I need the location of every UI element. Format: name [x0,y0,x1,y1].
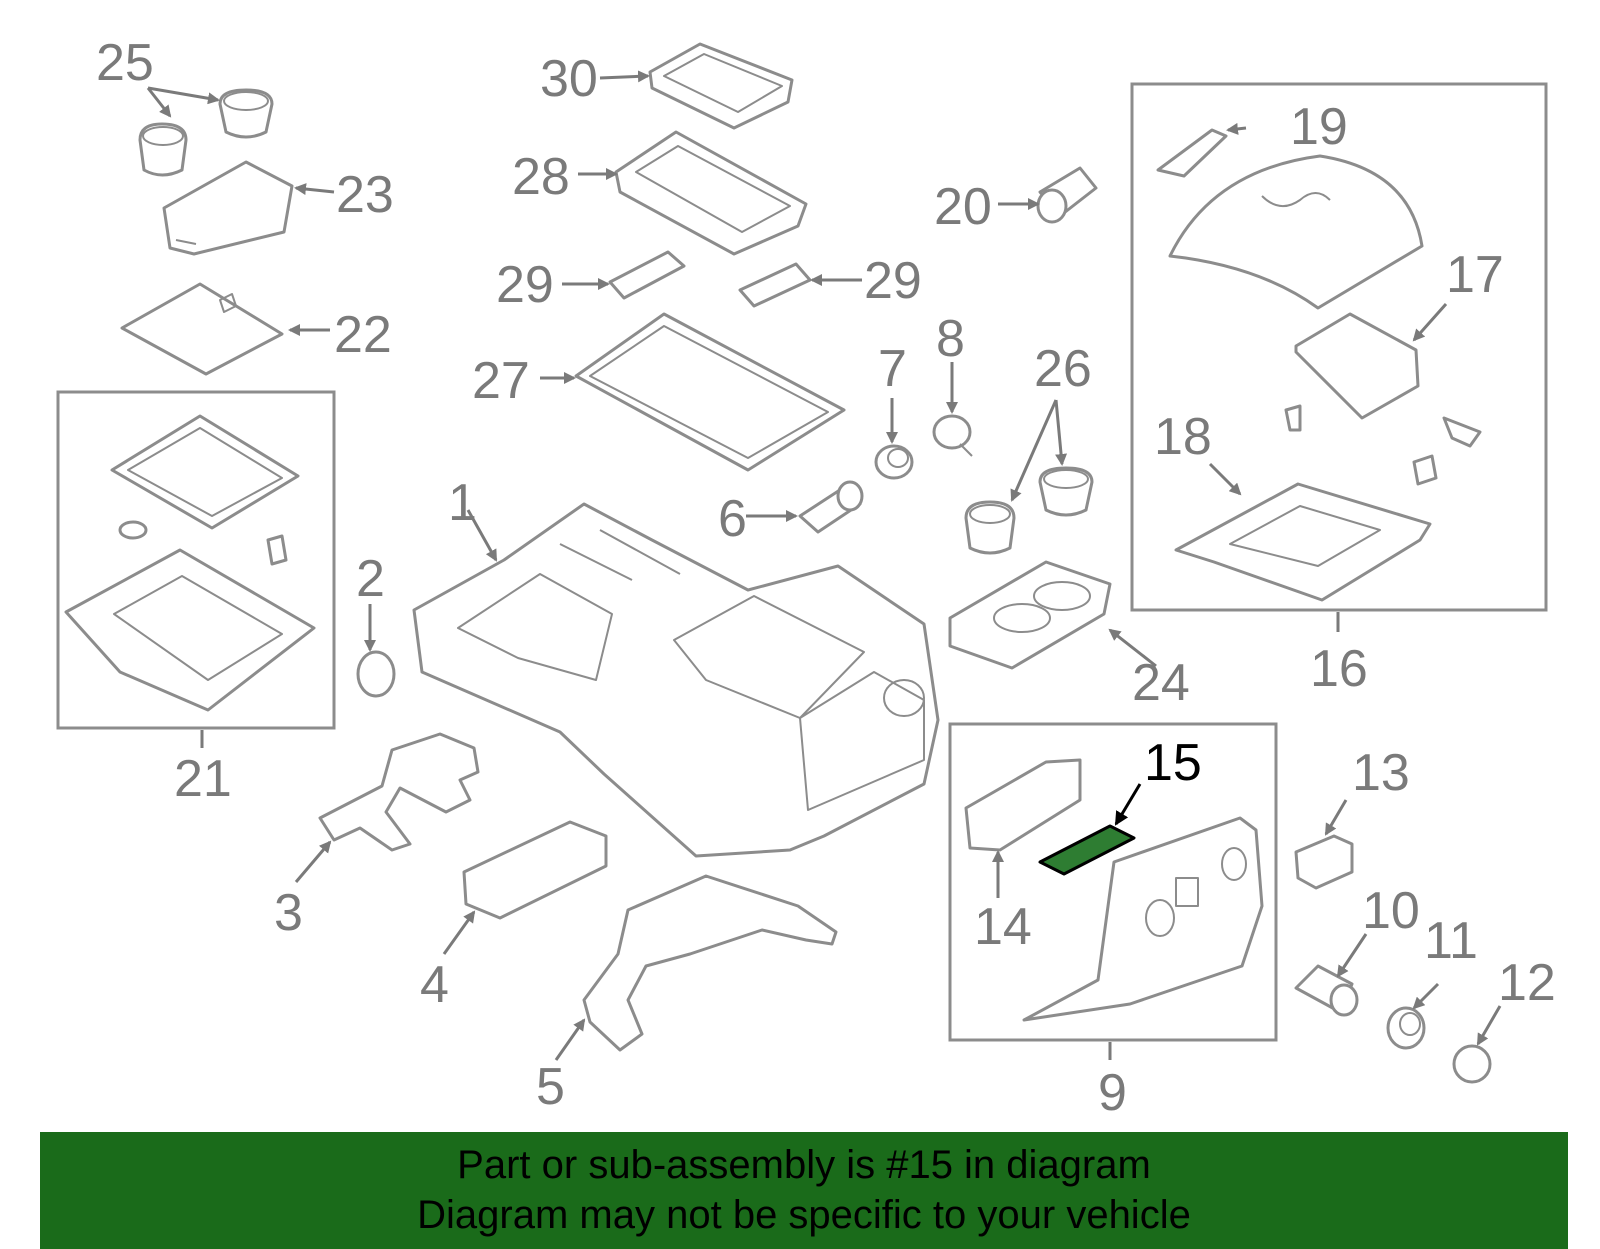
banner-line-part-number: Part or sub-assembly is #15 in diagram [457,1143,1151,1187]
callout-labels: 25 30 28 23 19 20 29 29 22 17 8 7 27 26 … [96,34,1556,1122]
callout-25: 25 [96,34,154,92]
part-4-bracket[interactable] [462,820,608,920]
callout-3: 3 [274,884,303,942]
part-7-bezel-ring[interactable] [874,444,914,480]
callout-5: 5 [536,1058,565,1116]
callout-12: 12 [1498,954,1556,1012]
part-26-cup-holders[interactable] [964,466,1094,555]
callout-13: 13 [1352,744,1410,802]
part-8-socket-cap[interactable] [932,414,973,457]
callout-15: 15 [1144,734,1202,792]
part-12-cap[interactable] [1452,1044,1492,1084]
callout-19: 19 [1290,98,1348,156]
part-13-switch[interactable] [1294,834,1354,890]
callout-27: 27 [472,352,530,410]
group-box-9 [948,722,1278,1042]
callout-18: 18 [1154,408,1212,466]
callout-8: 8 [936,310,965,368]
part-29-clip-left[interactable] [608,250,686,300]
leader-lines [146,70,1502,1061]
callout-4: 4 [420,956,449,1014]
banner-line-disclaimer: Diagram may not be specific to your vehi… [417,1193,1191,1237]
part-28-storage-tray[interactable] [614,130,808,256]
callout-29-left: 29 [496,256,554,314]
part-27-lid-panel[interactable] [574,312,846,472]
callout-28: 28 [512,148,570,206]
part-29-clip-right[interactable] [738,262,812,308]
part-21-bin-assembly[interactable] [64,414,316,712]
part-22-liner-mat[interactable] [120,282,284,376]
callout-26: 26 [1034,340,1092,398]
part-3-bracket[interactable] [318,732,480,852]
callout-14: 14 [974,898,1032,956]
group-box-21 [56,390,336,730]
part-11-bezel[interactable] [1386,1006,1426,1050]
callout-22: 22 [334,306,392,364]
part-9-rear-panel-assembly[interactable] [964,758,1264,1022]
part-25-cup-holders[interactable] [138,88,274,177]
callout-10: 10 [1362,882,1420,940]
callout-17: 17 [1446,246,1504,304]
callout-29-right: 29 [864,252,922,310]
callout-23: 23 [336,166,394,224]
part-30-upper-tray[interactable] [648,42,794,130]
part-15-highlighted-trim[interactable] [1038,824,1136,876]
callout-21: 21 [174,750,232,808]
callout-2: 2 [356,550,385,608]
group-box-16 [1130,82,1548,612]
part-1-console-body[interactable] [412,502,940,858]
callout-20: 20 [934,178,992,236]
callout-30: 30 [540,50,598,108]
info-banner: Part or sub-assembly is #15 in diagram D… [40,1132,1568,1249]
part-5-air-duct[interactable] [582,874,838,1052]
callout-7: 7 [878,340,907,398]
part-2-ring[interactable] [356,650,396,698]
callout-1: 1 [448,474,477,532]
callout-9: 9 [1098,1064,1127,1122]
callout-24: 24 [1132,654,1190,712]
callout-6: 6 [718,490,747,548]
part-23-storage-bin[interactable] [162,160,294,256]
part-24-cup-holder-tray[interactable] [948,560,1112,670]
part-20-power-socket[interactable] [1036,166,1098,224]
part-10-outlet[interactable] [1294,964,1359,1017]
part-16-armrest-assembly[interactable] [1156,128,1482,602]
part-6-power-outlet[interactable] [798,480,864,534]
callout-16: 16 [1310,640,1368,698]
callout-11: 11 [1424,912,1478,970]
